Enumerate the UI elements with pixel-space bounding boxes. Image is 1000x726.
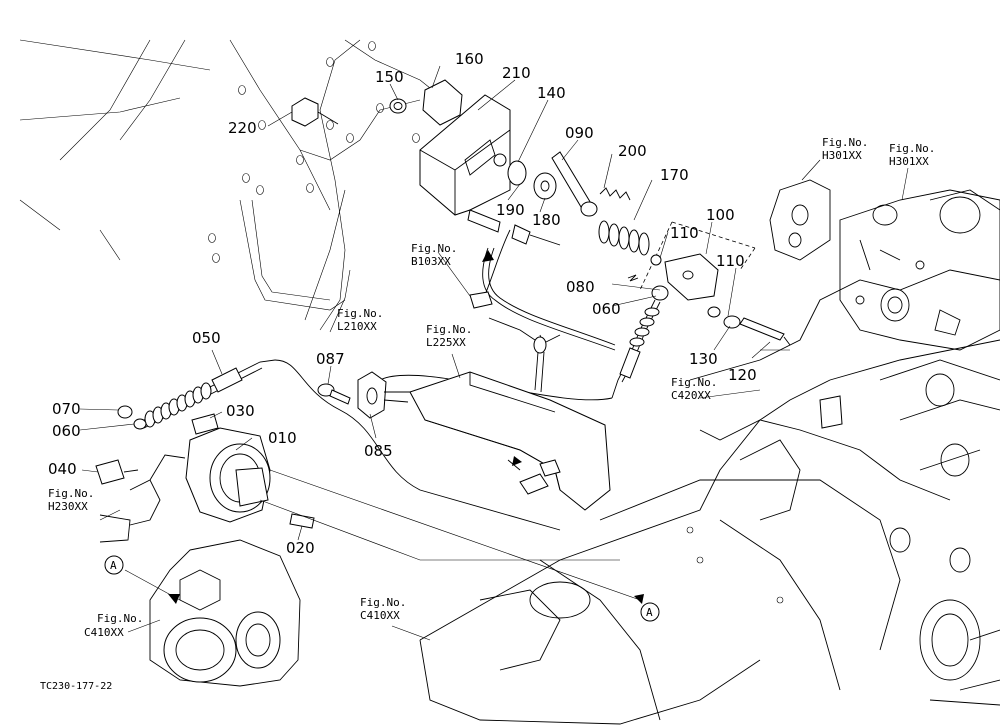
fig-ref-h230: Fig.No. H230XX: [48, 487, 94, 513]
svg-text:C420XX: C420XX: [671, 389, 711, 402]
part-label-070: 070: [52, 400, 81, 418]
coil-spring: [598, 220, 650, 256]
lever-components: [493, 151, 650, 256]
part-label-100: 100: [706, 206, 735, 224]
leader-lines: [79, 65, 909, 641]
svg-text:Fig.No.: Fig.No.: [360, 596, 406, 609]
fig-ref-b103: Fig.No. B103XX: [411, 242, 457, 268]
panel-holes: [208, 41, 420, 263]
svg-text:Fig.No.: Fig.No.: [411, 242, 457, 255]
part-label-040: 040: [48, 460, 77, 478]
part-label-020: 020: [286, 539, 315, 557]
fig-ref-c410-left: Fig.No. C410XX: [84, 612, 143, 639]
svg-text:Fig.No.: Fig.No.: [822, 136, 868, 149]
pedal-bracket: [291, 79, 511, 233]
fig-ref-c420: Fig.No. C420XX: [671, 376, 717, 402]
svg-text:H301XX: H301XX: [822, 149, 862, 162]
svg-text:Fig.No.: Fig.No.: [889, 142, 935, 155]
svg-text:Fig.No.: Fig.No.: [97, 612, 143, 625]
circle-marker-a-center: A: [640, 602, 660, 622]
hydraulic-block: [769, 179, 1000, 351]
part-label-200: 200: [618, 142, 647, 160]
part-label-190: 190: [496, 201, 525, 219]
part-label-180: 180: [532, 211, 561, 229]
transmission-housing-left: [149, 539, 301, 687]
svg-text:A: A: [110, 559, 117, 572]
part-label-160: 160: [455, 50, 484, 68]
wire-connector: [469, 224, 561, 393]
svg-text:L225XX: L225XX: [426, 336, 466, 349]
part-number-labels: 160 210 150 140 220 090 200 170 190 180 …: [48, 50, 757, 557]
part-label-140: 140: [537, 84, 566, 102]
part-label-150: 150: [375, 68, 404, 86]
fig-ref-c410-center: Fig.No. C410XX: [360, 596, 406, 622]
throttle-cable-upper: [379, 247, 661, 401]
marker-routes: [124, 469, 644, 604]
fig-ref-l210: Fig.No. L210XX: [337, 307, 383, 333]
part-label-060-upper: 060: [592, 300, 621, 318]
part-label-170: 170: [660, 166, 689, 184]
lower-lever-plate: [409, 371, 611, 511]
fig-ref-h301-left: Fig.No. H301XX: [822, 136, 868, 162]
part-label-090: 090: [565, 124, 594, 142]
svg-text:C410XX: C410XX: [360, 609, 400, 622]
svg-text:H230XX: H230XX: [48, 500, 88, 513]
part-label-080: 080: [566, 278, 595, 296]
fig-ref-h301-right: Fig.No. H301XX: [889, 142, 935, 168]
part-label-010: 010: [268, 429, 297, 447]
svg-text:C410XX: C410XX: [84, 626, 124, 639]
circle-marker-a-left: A: [104, 555, 124, 575]
governor-housing: [95, 413, 315, 543]
tractor-cab-outline: [19, 39, 446, 331]
part-label-085: 085: [364, 442, 393, 460]
svg-text:B103XX: B103XX: [411, 255, 451, 268]
svg-text:Fig.No.: Fig.No.: [671, 376, 717, 389]
svg-text:A: A: [646, 606, 653, 619]
part-label-130: 130: [689, 350, 718, 368]
part-label-110-upper: 110: [670, 224, 699, 242]
clamp-assembly: [317, 371, 410, 419]
svg-text:Fig.No.: Fig.No.: [337, 307, 383, 320]
part-label-210: 210: [502, 64, 531, 82]
svg-text:Fig.No.: Fig.No.: [48, 487, 94, 500]
part-label-220: 220: [228, 119, 257, 137]
throttle-cable-lower: [117, 359, 561, 531]
svg-text:H301XX: H301XX: [889, 155, 929, 168]
part-label-030: 030: [226, 402, 255, 420]
svg-text:Fig.No.: Fig.No.: [426, 323, 472, 336]
transmission-housing-main: [419, 269, 1000, 725]
part-label-120: 120: [728, 366, 757, 384]
drawing-code: TC230-177-22: [40, 681, 112, 692]
part-label-110-lower: 110: [716, 252, 745, 270]
part-label-087: 087: [316, 350, 345, 368]
fig-ref-l225: Fig.No. L225XX: [426, 323, 472, 349]
svg-text:L210XX: L210XX: [337, 320, 377, 333]
part-label-060-lower: 060: [52, 422, 81, 440]
part-label-050: 050: [192, 329, 221, 347]
cable-end-bracket: [627, 221, 791, 346]
figure-reference-labels: Fig.No. H301XX Fig.No. H301XX Fig.No. B1…: [48, 136, 935, 639]
